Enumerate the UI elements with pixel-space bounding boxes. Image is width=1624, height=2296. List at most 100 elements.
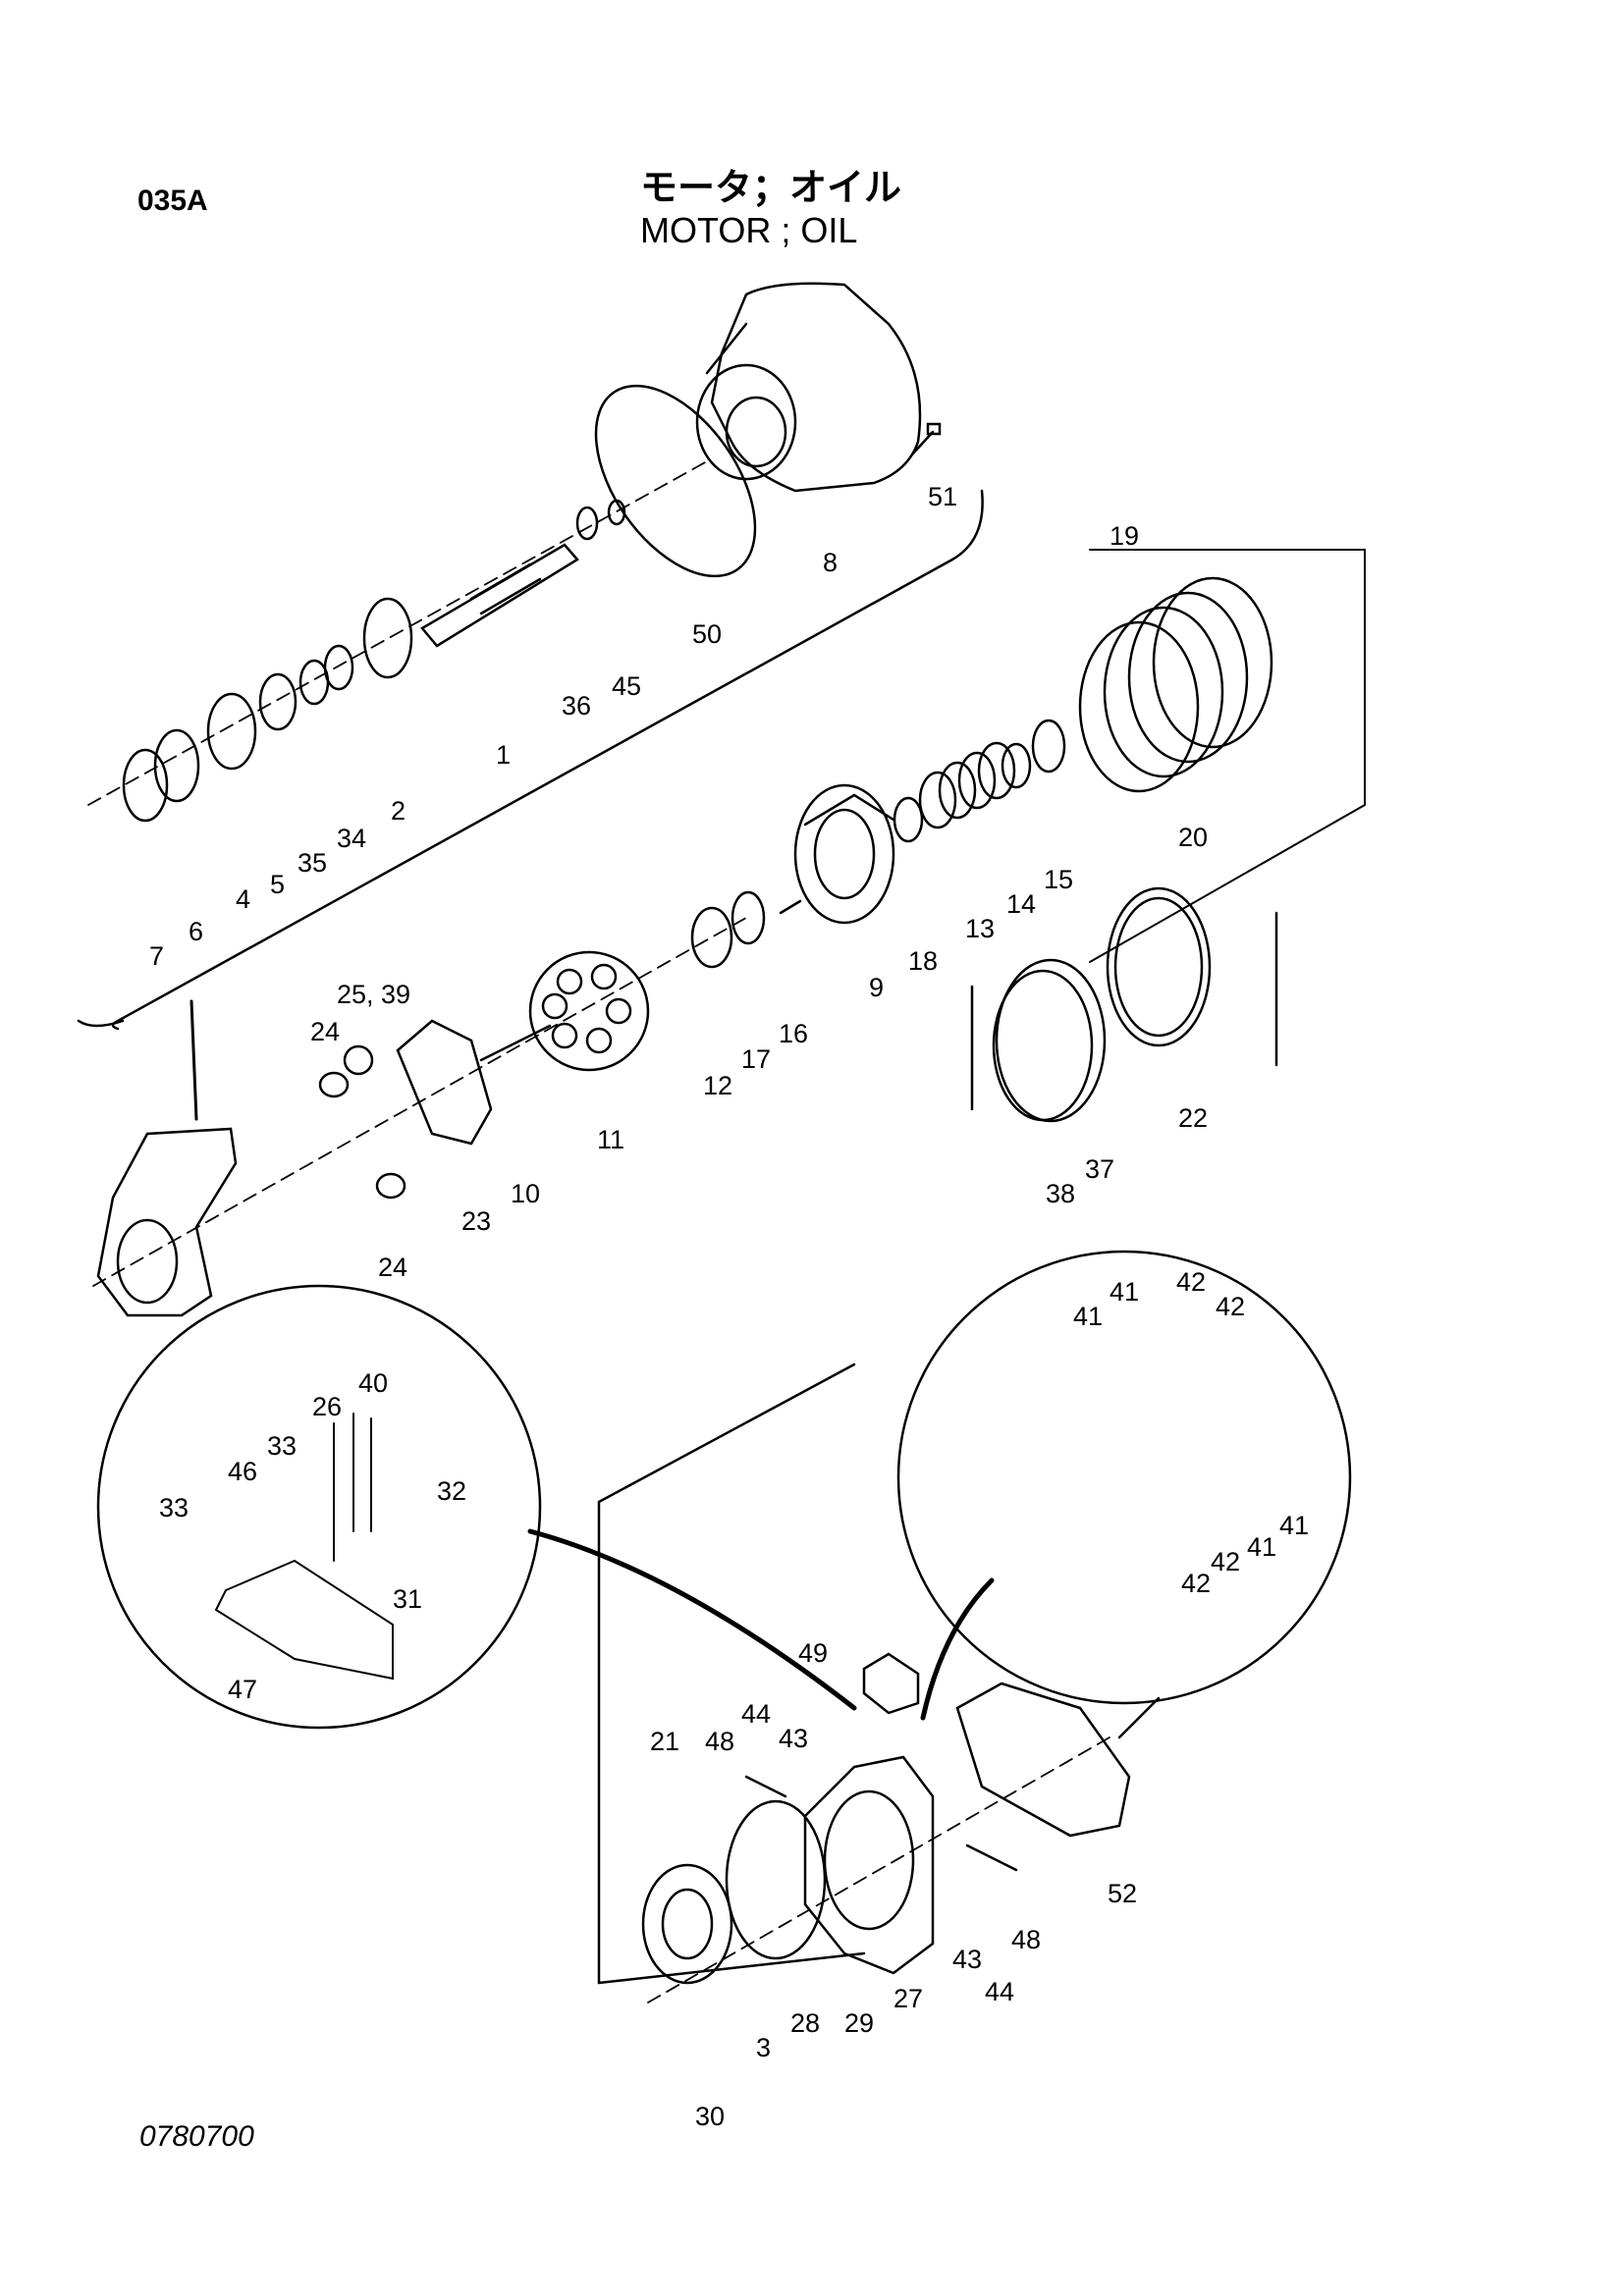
callout-42-c: 42 — [1211, 1547, 1240, 1576]
group-bracket — [111, 489, 984, 1031]
plate-28 — [725, 1799, 827, 1960]
callout-17: 17 — [741, 1044, 771, 1074]
callout-14: 14 — [1006, 889, 1036, 919]
detail-link-right — [920, 1577, 995, 1721]
cylinder-block-11 — [528, 950, 650, 1072]
callout-22: 22 — [1178, 1103, 1208, 1133]
callout-13: 13 — [965, 914, 995, 943]
bearing-12 — [690, 906, 733, 969]
callout-47: 47 — [228, 1675, 257, 1704]
plug-48-right — [965, 1843, 1018, 1872]
callout-7: 7 — [149, 941, 164, 971]
ring-35 — [298, 659, 330, 706]
housing-8 — [695, 282, 922, 493]
ring-6 — [153, 728, 200, 803]
shaft-1 — [420, 543, 579, 648]
ring-18 — [893, 796, 924, 843]
callout-8: 8 — [823, 548, 838, 577]
bearing-30 — [641, 1863, 733, 1985]
callout-4: 4 — [236, 884, 250, 914]
pin-16 — [779, 899, 802, 915]
callout-24-top: 24 — [310, 1017, 340, 1046]
callout-28: 28 — [790, 2008, 820, 2038]
callout-21: 21 — [650, 1727, 679, 1756]
callout-51: 51 — [928, 482, 957, 511]
shaft-10 — [479, 1024, 552, 1062]
callout-10: 10 — [511, 1179, 540, 1208]
callout-48-lower: 48 — [1011, 1925, 1041, 1954]
callout-30: 30 — [695, 2102, 725, 2131]
motor-housing-left — [96, 1127, 238, 1317]
valve-detail-parts — [214, 1413, 394, 1681]
callout-41-a: 41 — [1110, 1277, 1139, 1307]
callout-42-d: 42 — [1181, 1569, 1211, 1598]
callout-44-upper: 44 — [741, 1699, 771, 1729]
callout-42-b: 42 — [1216, 1292, 1245, 1321]
callout-43-upper: 43 — [779, 1724, 808, 1753]
block-49 — [862, 1652, 920, 1715]
callout-34: 34 — [337, 824, 366, 853]
callout-46: 46 — [228, 1457, 257, 1486]
valve-block-52 — [955, 1682, 1131, 1838]
springs-13 — [918, 741, 1016, 829]
o-ring-50 — [594, 384, 757, 578]
callout-24-bottom: 24 — [378, 1253, 407, 1282]
callout-20: 20 — [1178, 823, 1208, 852]
callout-41-b: 41 — [1073, 1302, 1103, 1331]
callout-50: 50 — [692, 619, 722, 649]
callout-3: 3 — [756, 2033, 771, 2062]
callout-29: 29 — [844, 2008, 874, 2038]
callout-9: 9 — [869, 973, 884, 1002]
ring-45 — [607, 499, 626, 526]
snap-ring-7 — [122, 748, 169, 823]
callout-5: 5 — [270, 870, 285, 899]
ring-36 — [575, 506, 599, 541]
callout-27: 27 — [893, 1984, 923, 2013]
plug-48-left — [744, 1775, 787, 1798]
callout-33-left: 33 — [159, 1493, 189, 1522]
detail-circle-left — [96, 1284, 542, 1730]
title-japanese: モータ；オイル — [640, 166, 902, 209]
o-ring-37 — [995, 958, 1107, 1123]
snap-ring-15 — [1031, 719, 1066, 774]
callout-42-a: 42 — [1176, 1267, 1206, 1297]
carrier-9 — [793, 783, 895, 925]
ring-17 — [731, 890, 766, 945]
callout-52: 52 — [1108, 1879, 1137, 1908]
callout-11: 11 — [597, 1125, 624, 1154]
callout-18: 18 — [908, 946, 938, 976]
callout-6: 6 — [189, 917, 203, 946]
callout-12: 12 — [703, 1071, 732, 1100]
callout-49: 49 — [798, 1638, 828, 1668]
callout-23: 23 — [461, 1206, 491, 1236]
callout-44-lower: 44 — [985, 1977, 1014, 2006]
title-english: MOTOR ; OIL — [640, 210, 858, 250]
ring-5 — [258, 672, 298, 731]
bolt-52 — [1117, 1696, 1161, 1739]
bolt-51 — [911, 422, 942, 455]
callout-40: 40 — [358, 1368, 388, 1398]
callout-19: 19 — [1110, 521, 1139, 551]
o-ring-38 — [992, 969, 1094, 1122]
callout-43-lower: 43 — [952, 1945, 982, 1974]
seal-ring-22 — [1106, 886, 1212, 1047]
callout-38: 38 — [1046, 1179, 1075, 1208]
callout-35: 35 — [298, 848, 327, 878]
callout-48-upper: 48 — [705, 1727, 734, 1756]
detail-link-left — [527, 1528, 857, 1711]
callout-36: 36 — [562, 691, 591, 721]
callout-31: 31 — [393, 1584, 422, 1614]
callout-1: 1 — [496, 740, 511, 770]
pins-24 — [318, 1044, 406, 1200]
bearing-2 — [362, 597, 413, 679]
callout-26: 26 — [312, 1392, 342, 1421]
callout-2: 2 — [391, 796, 406, 826]
callout-45: 45 — [612, 671, 641, 701]
plates-19-20 — [1078, 576, 1273, 793]
valve-group-frame — [597, 1362, 866, 1985]
callout-32: 32 — [437, 1476, 466, 1506]
callout-16: 16 — [779, 1019, 808, 1048]
seal-4 — [206, 692, 257, 771]
bracket-22-38 — [970, 911, 1278, 1111]
